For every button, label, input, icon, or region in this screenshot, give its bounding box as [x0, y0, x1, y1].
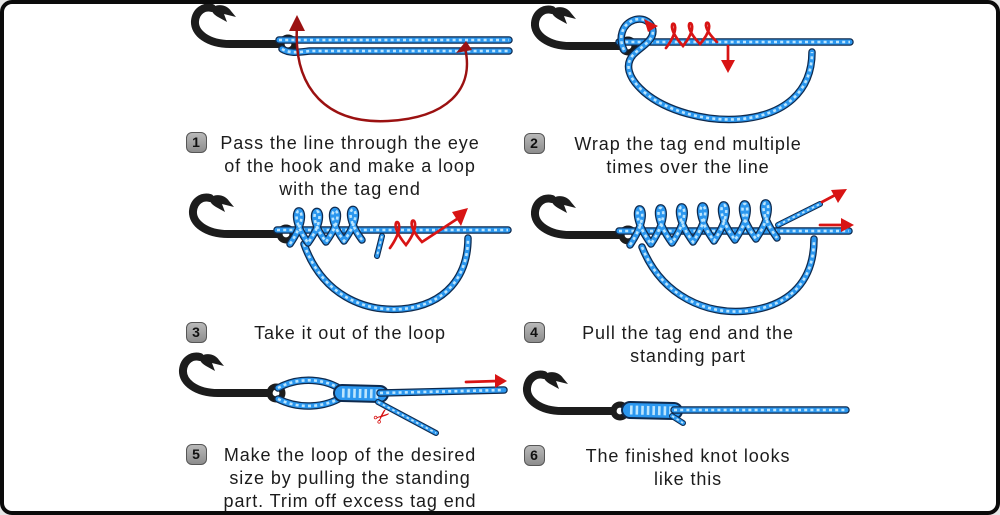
caption-line: of the hook and make a loop: [224, 156, 476, 176]
caption-line: Pull the tag end and the: [582, 323, 794, 343]
step-5-caption: 5 Make the loop of the desired size by p…: [180, 444, 520, 511]
step-2-caption: 2 Wrap the tag end multiple times over t…: [518, 133, 858, 179]
step-4-badge: 4: [524, 322, 545, 343]
standing-line: [380, 390, 504, 393]
step-6-badge: 6: [524, 445, 545, 466]
knot-barrel: [342, 393, 380, 394]
step-3-caption: 3 Take it out of the loop: [180, 322, 520, 345]
tag-end-diagonal: [778, 204, 820, 225]
step-3-badge: 3: [186, 322, 207, 343]
step-2-illustration: [516, 8, 856, 130]
step-6-illustration: [516, 364, 856, 436]
step-1-badge: 1: [186, 132, 207, 153]
caption-line: with the tag end: [279, 179, 421, 199]
caption-line: Wrap the tag end multiple: [574, 134, 802, 154]
caption-line: Pass the line through the eye: [220, 133, 480, 153]
fishing-hook-icon: [193, 195, 296, 243]
caption-line: size by pulling the standing: [229, 468, 471, 488]
step-4-illustration: [516, 189, 854, 319]
tag-end-stub: [377, 236, 382, 256]
red-pull-arrows: [818, 189, 854, 232]
red-loop-arrow: [289, 15, 472, 123]
fishing-hook-icon: [183, 354, 286, 402]
step-4-caption: 4 Pull the tag end and the standing part: [518, 322, 858, 368]
step-1-illustration: [176, 8, 511, 123]
caption-line: part. Trim off excess tag end: [223, 491, 477, 511]
hanging-loop: [304, 238, 468, 309]
caption-line: like this: [653, 469, 723, 489]
step-3-illustration: [174, 200, 514, 318]
step-5-illustration: ✂: [174, 361, 514, 439]
step-6-caption: 6 The finished knot looks like this: [518, 445, 858, 491]
loop-through-eye: [278, 380, 342, 406]
trimmed-tag-stub: [672, 416, 683, 423]
step-2-badge: 2: [524, 133, 545, 154]
hanging-loop: [642, 239, 814, 312]
tag-end-hanging-loop: [621, 19, 812, 119]
caption-line: times over the line: [606, 157, 770, 177]
caption-line: Take it out of the loop: [254, 323, 446, 343]
step-1-caption: 1 Pass the line through the eye of the h…: [180, 132, 520, 201]
tag-end-line: [282, 49, 509, 52]
fishing-hook-icon: [535, 196, 638, 244]
line-wraps-coil: [630, 203, 777, 245]
caption-line: Make the loop of the desired: [223, 445, 477, 465]
step-5-badge: 5: [186, 444, 207, 465]
red-wrap-spiral-arrow: [644, 19, 735, 73]
red-pull-arrow: [464, 374, 507, 388]
finished-knot-barrel: [630, 410, 674, 411]
fishing-hook-icon: [527, 372, 630, 420]
caption-line: standing part: [630, 346, 746, 366]
red-exit-spiral-arrow: [388, 208, 468, 250]
caption-line: The finished knot looks: [585, 446, 791, 466]
